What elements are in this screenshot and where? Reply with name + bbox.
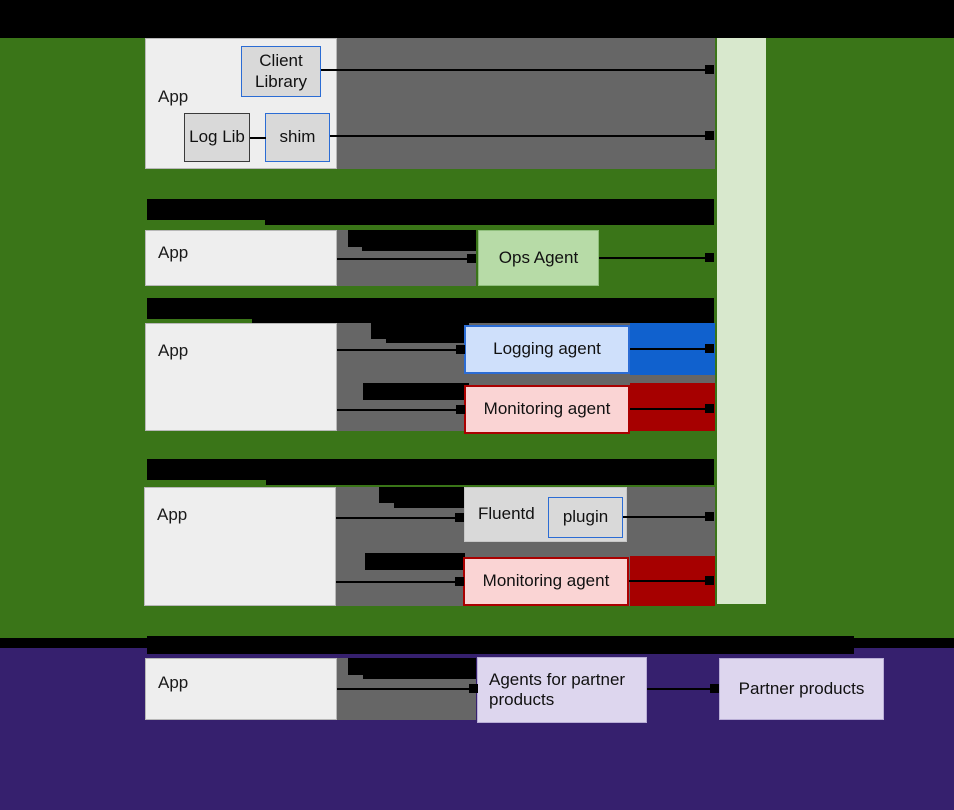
connector-endpoint-dot bbox=[456, 345, 465, 354]
connector-endpoint-dot bbox=[705, 512, 714, 521]
redaction-black-row2-b bbox=[362, 241, 476, 251]
connector-endpoint-dot bbox=[469, 684, 478, 693]
connector-loglib-shim bbox=[250, 137, 266, 139]
client-library-box: Client Library bbox=[241, 46, 321, 97]
monitoring-agent-box-row4: Monitoring agent bbox=[463, 557, 629, 606]
connector-app-to-fluentd bbox=[336, 517, 460, 519]
connector-app-to-monitoring-agent-row4 bbox=[336, 581, 460, 583]
redaction-black-row4-b bbox=[365, 553, 465, 570]
connector-client-library bbox=[321, 69, 707, 71]
redaction-caption-row5 bbox=[147, 636, 854, 654]
connector-plugin-out bbox=[623, 516, 707, 518]
app-label: App bbox=[158, 673, 189, 692]
fluentd-label: Fluentd bbox=[478, 504, 535, 524]
connector-endpoint-dot bbox=[455, 577, 464, 586]
app-label: App bbox=[158, 243, 189, 262]
connector-partner-agents-to-products bbox=[647, 688, 715, 690]
app-label: App bbox=[157, 505, 188, 524]
logging-agent-box: Logging agent bbox=[464, 325, 630, 374]
redaction-black-row3-a2 bbox=[386, 333, 469, 343]
connector-endpoint-dot bbox=[705, 404, 714, 413]
connector-endpoint-dot bbox=[710, 684, 719, 693]
connector-endpoint-dot bbox=[705, 131, 714, 140]
redaction-caption-row3-tail bbox=[252, 298, 714, 324]
redaction-caption-row2-tail bbox=[265, 199, 714, 225]
connector-monitoring-agent-out-row3 bbox=[630, 408, 707, 410]
connector-endpoint-dot bbox=[705, 344, 714, 353]
redaction-black-row3-b bbox=[363, 383, 469, 400]
app-box-ops-agent: App bbox=[145, 230, 337, 286]
connector-endpoint-dot bbox=[467, 254, 476, 263]
agents-for-partner-products-box: Agents for partner products bbox=[477, 657, 647, 723]
connector-endpoint-dot bbox=[705, 65, 714, 74]
app-box-logging-monitoring: App bbox=[145, 323, 337, 431]
ops-agent-box: Ops Agent bbox=[478, 230, 599, 286]
connector-endpoint-dot bbox=[456, 405, 465, 414]
connector-endpoint-dot bbox=[705, 253, 714, 262]
connector-endpoint-dot bbox=[455, 513, 464, 522]
app-label: App bbox=[158, 341, 189, 360]
destination-lane-column bbox=[717, 38, 766, 604]
redaction-caption-row4-tail bbox=[266, 459, 714, 485]
app-box-fluentd: App bbox=[144, 487, 336, 606]
connector-endpoint-dot bbox=[705, 576, 714, 585]
app-label: App bbox=[158, 87, 189, 106]
redaction-black-row5-b bbox=[363, 669, 476, 679]
connector-ops-agent-out bbox=[599, 257, 707, 259]
connector-app-to-monitoring-agent-row3 bbox=[337, 409, 463, 411]
connector-logging-agent-out bbox=[630, 348, 707, 350]
monitoring-agent-box-row3: Monitoring agent bbox=[464, 385, 630, 434]
connector-app-to-logging-agent bbox=[337, 349, 463, 351]
connector-app-to-ops-agent bbox=[337, 258, 473, 260]
redaction-black-row4-a2 bbox=[394, 497, 465, 508]
partner-products-box: Partner products bbox=[719, 658, 884, 720]
shim-box: shim bbox=[265, 113, 330, 162]
app-box-partner: App bbox=[145, 658, 337, 720]
connector-app-to-partner-agents bbox=[337, 688, 473, 690]
redaction-gray-row1 bbox=[337, 38, 715, 169]
redaction-darkred-row3 bbox=[630, 383, 715, 431]
log-lib-box: Log Lib bbox=[184, 113, 250, 162]
connector-monitoring-agent-out-row4 bbox=[629, 580, 707, 582]
plugin-box: plugin bbox=[548, 497, 623, 538]
connector-shim bbox=[330, 135, 707, 137]
